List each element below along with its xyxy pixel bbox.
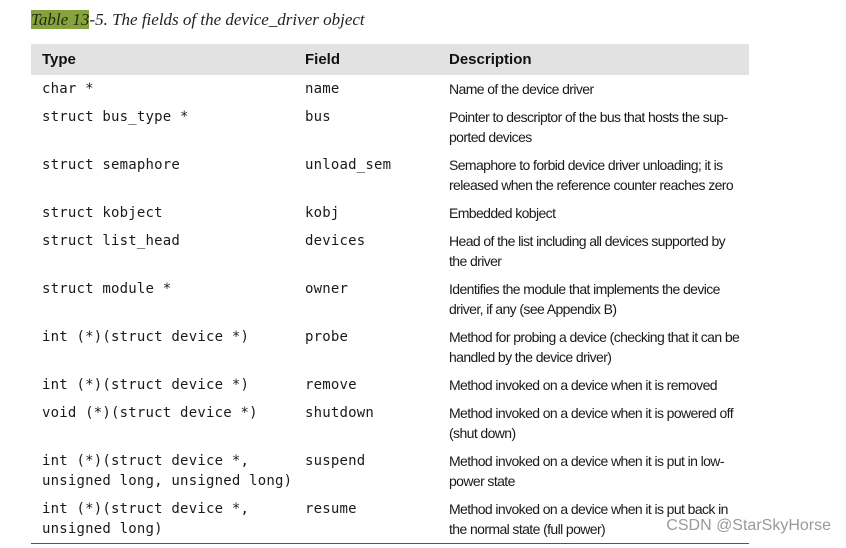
field-cell: owner (305, 281, 349, 297)
column-header-type: Type (42, 51, 76, 68)
type-cell: int (*)(struct device *, unsigned long) (42, 499, 249, 539)
description-cell: Identifies the module that implements th… (449, 279, 720, 319)
type-line: struct bus_type * (42, 109, 189, 125)
description-line: Method invoked on a device when it is pu… (449, 501, 728, 517)
description-line: Semaphore to forbid device driver unload… (449, 157, 723, 173)
type-line: struct kobject (42, 205, 163, 221)
description-line: Identifies the module that implements th… (449, 281, 720, 297)
field-cell: name (305, 81, 340, 97)
field-cell: probe (305, 329, 349, 345)
field-cell: bus (305, 109, 331, 125)
table-header-bar (31, 44, 749, 75)
type-line: void (*)(struct device *) (42, 405, 258, 421)
description-line: Method invoked on a device when it is re… (449, 377, 718, 393)
description-line: Name of the device driver (449, 81, 594, 97)
caption-highlight: Table 13 (31, 10, 90, 29)
column-header-field: Field (305, 51, 341, 68)
field-cell: resume (305, 501, 357, 517)
type-line: int (*)(struct device *, (42, 501, 250, 517)
description-line: Head of the list including all devices s… (449, 233, 726, 249)
description-line: driver, if any (see Appendix B) (449, 301, 617, 317)
type-line: char * (42, 81, 94, 97)
type-cell: struct kobject (42, 203, 163, 223)
type-line: struct semaphore (42, 157, 181, 173)
description-cell: Head of the list including all devices s… (449, 231, 726, 271)
description-line: power state (449, 473, 515, 489)
type-cell: int (*)(struct device *) (42, 375, 249, 395)
description-line: (shut down) (449, 425, 516, 441)
description-cell: Method for probing a device (checking th… (449, 327, 740, 367)
table-caption: Table 13-5. The fields of the device_dri… (31, 10, 365, 30)
field-cell: shutdown (305, 405, 375, 421)
description-line: Method invoked on a device when it is pu… (449, 453, 724, 469)
description-line: Embedded kobject (449, 205, 556, 221)
description-cell: Embedded kobject (449, 203, 556, 223)
field-cell: kobj (305, 205, 340, 221)
type-line: int (*)(struct device *, (42, 453, 250, 469)
description-line: Method for probing a device (checking th… (449, 329, 740, 345)
type-cell: struct list_head (42, 231, 180, 251)
description-line: Method invoked on a device when it is po… (449, 405, 734, 421)
description-cell: Name of the device driver (449, 79, 594, 99)
description-line: the driver (449, 253, 502, 269)
type-cell: struct semaphore (42, 155, 180, 175)
field-cell: unload_sem (305, 157, 392, 173)
description-line: released when the reference counter reac… (449, 177, 734, 193)
description-line: Pointer to descriptor of the bus that ho… (449, 109, 728, 125)
field-cell: suspend (305, 453, 366, 469)
field-cell: remove (305, 377, 357, 393)
watermark: CSDN @StarSkyHorse (666, 517, 831, 534)
type-cell: struct bus_type * (42, 107, 189, 127)
description-line: the normal state (full power) (449, 521, 606, 537)
type-line: int (*)(struct device *) (42, 377, 250, 393)
description-cell: Method invoked on a device when it is pu… (449, 499, 728, 539)
type-cell: char * (42, 79, 94, 99)
field-cell: devices (305, 233, 366, 249)
column-header-description: Description (449, 51, 532, 68)
description-cell: Semaphore to forbid device driver unload… (449, 155, 734, 195)
description-cell: Method invoked on a device when it is pu… (449, 451, 724, 491)
type-cell: int (*)(struct device *, unsigned long, u… (42, 451, 292, 491)
description-line: ported devices (449, 129, 532, 145)
type-line: struct module * (42, 281, 172, 297)
description-cell: Method invoked on a device when it is po… (449, 403, 734, 443)
type-line: struct list_head (42, 233, 181, 249)
type-cell: int (*)(struct device *) (42, 327, 249, 347)
description-cell: Pointer to descriptor of the bus that ho… (449, 107, 728, 147)
description-line: handled by the device driver) (449, 349, 612, 365)
description-cell: Method invoked on a device when it is re… (449, 375, 718, 395)
type-cell: struct module * (42, 279, 171, 299)
type-line: int (*)(struct device *) (42, 329, 250, 345)
type-line: unsigned long, unsigned long) (42, 473, 293, 489)
type-cell: void (*)(struct device *) (42, 403, 258, 423)
caption-text: -5. The fields of the device_driver obje… (89, 10, 365, 29)
type-line: unsigned long) (42, 521, 163, 537)
table-bottom-rule (31, 543, 749, 544)
